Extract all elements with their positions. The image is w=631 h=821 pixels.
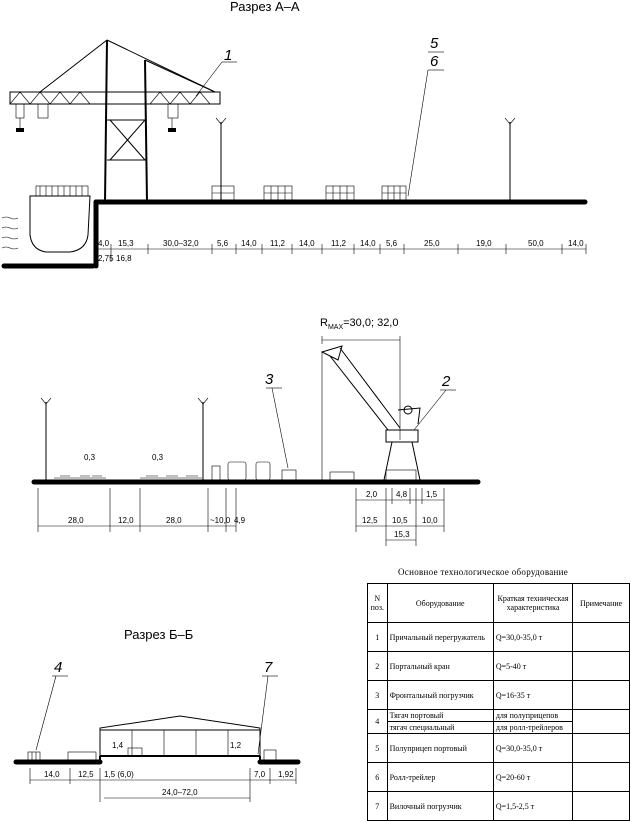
- mid-dim-4: ~10,0: [210, 516, 231, 525]
- aa-dim-1: 4,0: [98, 239, 110, 248]
- bb-inner-2: 1,2: [230, 741, 242, 750]
- aa-dim-5: 14,0: [241, 239, 257, 248]
- mid-dim-2: 12,0: [118, 516, 134, 525]
- radius-label: RMAX=30,0; 32,0: [320, 317, 398, 331]
- bb-dim-4: 7,0: [254, 770, 266, 779]
- mid-height-1: 0,3: [84, 453, 96, 462]
- mid-dimension-lines: [37, 488, 445, 546]
- table-row: 6 Ролл-трейлер Q=20-60 т: [367, 762, 630, 792]
- table-row: 2 Портальный кран Q=5-40 т: [367, 651, 630, 681]
- header-note: Примечание: [572, 583, 630, 623]
- aa-subdim-1: 2,75: [98, 254, 114, 263]
- aa-dim-10: 5,6: [386, 239, 398, 248]
- mid-dim-3: 28,0: [166, 516, 182, 525]
- aa-dim-2: 15,3: [118, 239, 134, 248]
- aa-dim-6: 11,2: [270, 239, 286, 248]
- callout-5: 5: [430, 35, 439, 52]
- mid-light-masts: [40, 397, 209, 480]
- ship: [29, 185, 91, 253]
- aa-dim-14: 14,0: [568, 239, 584, 248]
- crane-dim-bottom-3: 10,0: [422, 516, 438, 525]
- aa-dim-8: 11,2: [331, 239, 347, 248]
- aa-dim-13: 50,0: [528, 239, 544, 248]
- section-bb-title: Разрез Б–Б: [124, 627, 193, 642]
- callout-4: 4: [54, 659, 62, 676]
- warehouse: [99, 715, 261, 757]
- header-equipment: Оборудование: [386, 583, 494, 623]
- mid-dim-5: 4,9: [234, 516, 246, 525]
- aa-dimension-line: [95, 244, 587, 262]
- table-row: 4 Тягач портовый для полуприцепов: [367, 709, 630, 734]
- aa-dim-11: 25,0: [424, 239, 440, 248]
- aa-subdim-2: 16,8: [116, 254, 132, 263]
- mid-dim-1: 28,0: [68, 516, 84, 525]
- callout-6: 6: [430, 53, 439, 70]
- table-row: 1 Причальный перегружатель Q=30,0-35,0 т: [367, 622, 630, 652]
- section-aa-title: Разрез А–А: [230, 0, 300, 14]
- bb-dimension-lines: [29, 768, 297, 802]
- table-row: 7 Вилочный погрузчик Q=1,5-2,5 т: [367, 791, 630, 821]
- crane-dim-top-3: 1,5: [426, 490, 438, 499]
- table-row: 3 Фронтальный погрузчик Q=16-35 т: [367, 680, 630, 710]
- crane-dim-top-2: 4,8: [396, 490, 408, 499]
- light-mast: [215, 117, 516, 200]
- crane-dim-top-1: 2,0: [366, 490, 378, 499]
- portal-crane: [320, 345, 421, 481]
- bb-dim-1: 14,0: [44, 770, 60, 779]
- table-row: 5 Полуприцеп портовый Q=30,0-35,0 т: [367, 733, 630, 763]
- bb-dim-3: 1,5 (6,0): [104, 770, 134, 779]
- bb-dim-5: 1,92: [278, 770, 294, 779]
- crane-total-dim: 15,3: [394, 530, 410, 539]
- bb-dim-2: 12,5: [78, 770, 94, 779]
- callout-3: 3: [265, 371, 274, 388]
- container-stacks: [211, 185, 407, 201]
- ship-to-shore-crane: [9, 39, 221, 203]
- mid-height-2: 0,3: [152, 453, 164, 462]
- equipment-table: N поз. Оборудование Краткая техническая …: [367, 583, 630, 821]
- callout-2: 2: [441, 373, 451, 390]
- aa-dim-3: 30,0–32,0: [163, 239, 199, 248]
- crane-dim-bottom-1: 12,5: [362, 516, 378, 525]
- aa-dim-9: 14,0: [360, 239, 376, 248]
- header-n: N поз.: [367, 583, 388, 623]
- callout-1: 1: [224, 47, 232, 64]
- mid-trailers: [54, 461, 355, 481]
- callout-7: 7: [264, 659, 273, 676]
- aa-dim-7: 14,0: [299, 239, 315, 248]
- bb-total-dim: 24,0–72,0: [162, 788, 198, 797]
- bb-inner-1: 1,4: [112, 741, 124, 750]
- header-spec: Краткая техническая характеристика: [492, 583, 574, 623]
- aa-dim-12: 19,0: [476, 239, 492, 248]
- bb-truck-and-stack: [27, 749, 277, 761]
- equipment-table-title: Основное технологическое оборудование: [398, 567, 569, 577]
- aa-dim-4: 5,6: [217, 239, 229, 248]
- bb-ground: [13, 755, 301, 765]
- crane-dim-bottom-2: 10,5: [392, 516, 408, 525]
